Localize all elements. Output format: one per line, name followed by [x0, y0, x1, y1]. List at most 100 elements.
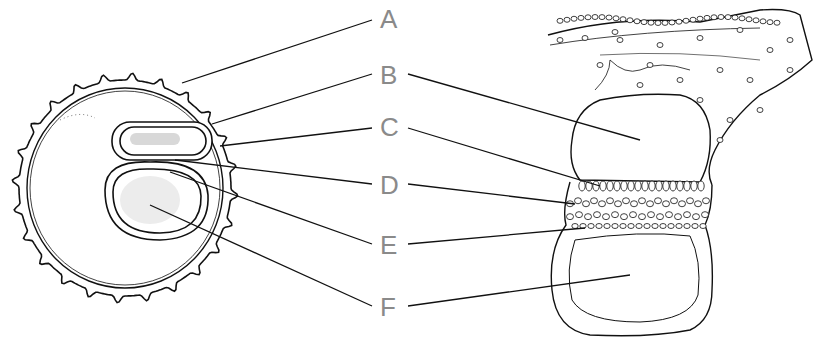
surface-cell [774, 20, 780, 25]
inner-wall [27, 88, 223, 288]
cell [623, 198, 630, 204]
cell [615, 201, 622, 207]
epiblast-cell [621, 181, 627, 191]
epiblast-cell [628, 181, 634, 191]
cell [695, 201, 702, 207]
hypoblast-cell [684, 224, 690, 229]
cell [647, 201, 654, 207]
yolk-sac-outer [105, 162, 208, 240]
leader-line [408, 275, 630, 306]
yolk-sac-wall [551, 182, 712, 336]
tissue-fiber [600, 53, 760, 60]
tissue-cell [647, 63, 653, 68]
cell [648, 212, 655, 218]
cell [576, 212, 583, 218]
surface-cell [578, 15, 584, 20]
epiblast-cell [635, 181, 641, 191]
cell [671, 198, 678, 204]
tissue-cell [597, 63, 603, 68]
part-label: D [380, 170, 399, 200]
leader-line [408, 128, 600, 186]
surface-cell [627, 18, 633, 23]
tissue-cell [787, 68, 793, 73]
cell [594, 212, 601, 218]
leader-line [408, 228, 585, 244]
surface-cell [585, 15, 591, 20]
epiblast-cell [600, 181, 606, 191]
tissue-cell [727, 118, 733, 123]
section-figure [548, 10, 812, 336]
hypoblast-cell [692, 224, 698, 229]
part-label: A [380, 4, 397, 34]
trophoblast-outline [12, 73, 237, 302]
tissue-fiber [550, 28, 760, 45]
epiblast-cell [677, 181, 683, 191]
hypoblast-cell [588, 224, 594, 229]
surface-cell [711, 15, 717, 20]
surface-cell [767, 20, 773, 25]
hypoblast-cell [628, 224, 634, 229]
part-label: E [380, 230, 397, 260]
cell [684, 212, 691, 218]
cell [702, 212, 709, 218]
surface-cell [753, 18, 759, 23]
surface-cell [683, 18, 689, 23]
surface-cell [669, 20, 675, 25]
leader-line [182, 20, 372, 83]
cell [631, 201, 638, 207]
hypoblast-cell [572, 224, 578, 229]
surface-cell [641, 20, 647, 25]
epiblast-shade [130, 133, 180, 145]
tissue-cell [697, 98, 703, 103]
surface-cell [725, 15, 731, 20]
tissue-cell [767, 48, 773, 53]
tissue-edge [548, 10, 812, 185]
tissue-cell [657, 43, 663, 48]
epiblast-cell [698, 181, 704, 191]
surface-cell [676, 19, 682, 24]
cell [585, 214, 592, 220]
cell [675, 214, 682, 220]
cell [663, 201, 670, 207]
surface-cell [613, 16, 619, 21]
epiblast-cell [663, 181, 669, 191]
cell [575, 198, 582, 204]
part-label: B [380, 60, 397, 90]
tissue-cell [747, 78, 753, 83]
epiblast-cell [607, 181, 613, 191]
hypoblast-cell [676, 224, 682, 229]
surface-cell [732, 15, 738, 20]
cell [666, 212, 673, 218]
cell [693, 214, 700, 220]
tissue-cell [717, 138, 723, 143]
epiblast-cell [614, 181, 620, 191]
surface-cell [704, 15, 710, 20]
tissue-cell [697, 36, 703, 41]
leader-line [175, 160, 372, 184]
cell [703, 198, 710, 204]
cell [567, 214, 574, 220]
cell [630, 212, 637, 218]
tissue-cell [677, 78, 683, 83]
cell [583, 201, 590, 207]
hypoblast-cell [644, 224, 650, 229]
cell [639, 214, 646, 220]
surface-cell [599, 15, 605, 20]
surface-cell [739, 16, 745, 21]
amniotic-cavity [571, 94, 710, 182]
tissue-cell [612, 30, 618, 35]
epiblast-cell [649, 181, 655, 191]
surface-cell [648, 20, 654, 25]
stipple [60, 114, 95, 120]
part-label: C [380, 112, 399, 142]
leader-lines [150, 20, 640, 306]
blastocyst-figure [12, 73, 237, 302]
surface-cell [655, 20, 661, 25]
epiblast-cell [579, 181, 585, 191]
epiblast-cell [656, 181, 662, 191]
hypoblast-cell [668, 224, 674, 229]
tissue-fiber [595, 60, 690, 90]
amniotic-cavity [120, 127, 206, 155]
cell [639, 198, 646, 204]
